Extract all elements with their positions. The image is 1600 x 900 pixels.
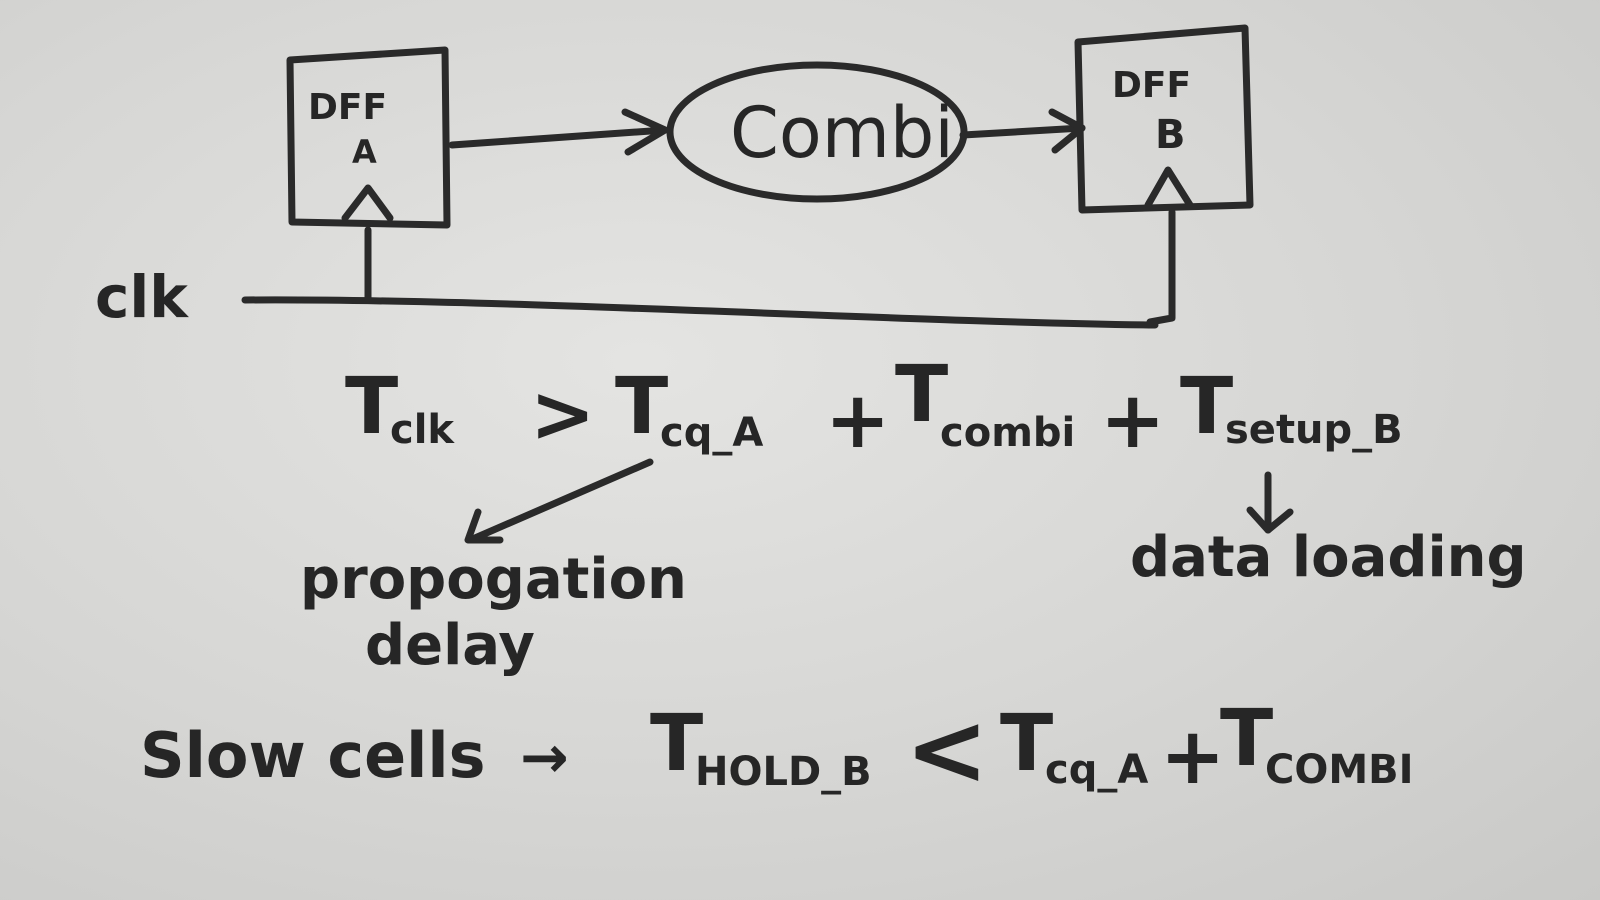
dff-a-box: [286, 46, 451, 229]
annotation-delay: delay: [365, 613, 535, 678]
dff-a-clock-triangle: [341, 184, 394, 222]
setup-eq-tclk-sub: clk: [390, 407, 455, 453]
hold-eq-tcq-sub: cq_A: [1045, 747, 1149, 793]
setup-eq-tcombi: T: [895, 350, 949, 440]
hold-eq-thold-sub: HOLD_B: [695, 749, 872, 795]
arrow-a-to-combi: [448, 126, 669, 149]
hold-eq-thold: T: [650, 699, 704, 789]
combi-label: Combi: [730, 92, 954, 174]
dff-b-clock-triangle: [1144, 166, 1194, 209]
arrow-combi-to-b: [959, 124, 1086, 139]
setup-eq-tsetup: T: [1180, 362, 1234, 452]
annotation-propagation: propogation: [300, 547, 687, 612]
dff-b-label: DFF: [1112, 65, 1192, 106]
dff-a-name: A: [352, 133, 377, 171]
setup-eq-plus-2: +: [1100, 376, 1166, 466]
setup-eq-gt: >: [530, 370, 596, 460]
dff-a-label: DFF: [308, 87, 388, 128]
hold-eq-arrow: →: [520, 723, 569, 791]
hold-eq-prefix: Slow cells: [140, 719, 486, 792]
setup-eq-plus-1: +: [825, 376, 891, 466]
arrow-to-propagation-head: [464, 508, 504, 544]
setup-eq-tcombi-sub: combi: [940, 410, 1076, 456]
annotation-data-loading: data loading: [1130, 525, 1527, 590]
hold-eq-plus: +: [1160, 712, 1226, 802]
hold-eq-tcombi-sub: COMBI: [1265, 747, 1414, 793]
hold-eq-tcq: T: [1000, 699, 1054, 789]
setup-eq-tcq-sub: cq_A: [660, 410, 764, 456]
arrow-a-to-combi-head: [621, 108, 669, 156]
clk-label: clk: [95, 263, 188, 331]
setup-equation: T clk > T cq_A + T combi + T setup_B: [345, 356, 1595, 478]
hold-eq-lt: <: [905, 691, 989, 808]
clk-line: [241, 296, 1159, 329]
hold-equation: Slow cells → T HOLD_B < T cq_A + T COMBI: [140, 700, 1580, 820]
dff-b-name: B: [1155, 112, 1186, 158]
setup-eq-tsetup-sub: setup_B: [1225, 407, 1403, 453]
setup-eq-tcq: T: [615, 362, 669, 452]
dff-b-box: [1074, 24, 1254, 214]
setup-eq-tclk: T: [345, 362, 399, 452]
clk-stub-b: [1146, 208, 1176, 326]
arrow-to-data-loading-head: [1246, 506, 1294, 534]
hold-eq-tcombi: T: [1220, 694, 1274, 784]
arrow-to-propagation: [471, 458, 654, 542]
